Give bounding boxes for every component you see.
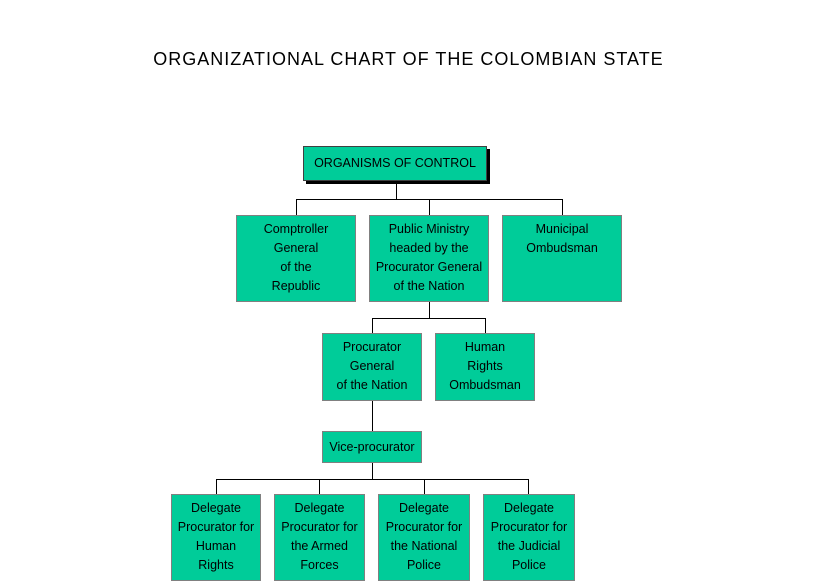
node-delegate-judicial-police: Delegate Procurator for the Judicial Pol… bbox=[483, 494, 575, 581]
node-delegate-armed-forces: Delegate Procurator for the Armed Forces bbox=[274, 494, 365, 581]
chart-title: ORGANIZATIONAL CHART OF THE COLOMBIAN ST… bbox=[153, 49, 664, 69]
node-delegate-human-rights: Delegate Procurator for Human Rights bbox=[171, 494, 261, 581]
node-organisms-of-control: ORGANISMS OF CONTROL bbox=[303, 146, 487, 181]
node-delegate-national-police: Delegate Procurator for the National Pol… bbox=[378, 494, 470, 581]
node-public-ministry: Public Ministry headed by the Procurator… bbox=[369, 215, 489, 302]
node-comptroller-general: Comptroller General of the Republic bbox=[236, 215, 356, 302]
node-procurator-general: Procurator General of the Nation bbox=[322, 333, 422, 401]
node-vice-procurator: Vice-procurator bbox=[322, 431, 422, 463]
node-municipal-ombudsman: Municipal Ombudsman bbox=[502, 215, 622, 302]
node-human-rights-ombudsman: Human Rights Ombudsman bbox=[435, 333, 535, 401]
